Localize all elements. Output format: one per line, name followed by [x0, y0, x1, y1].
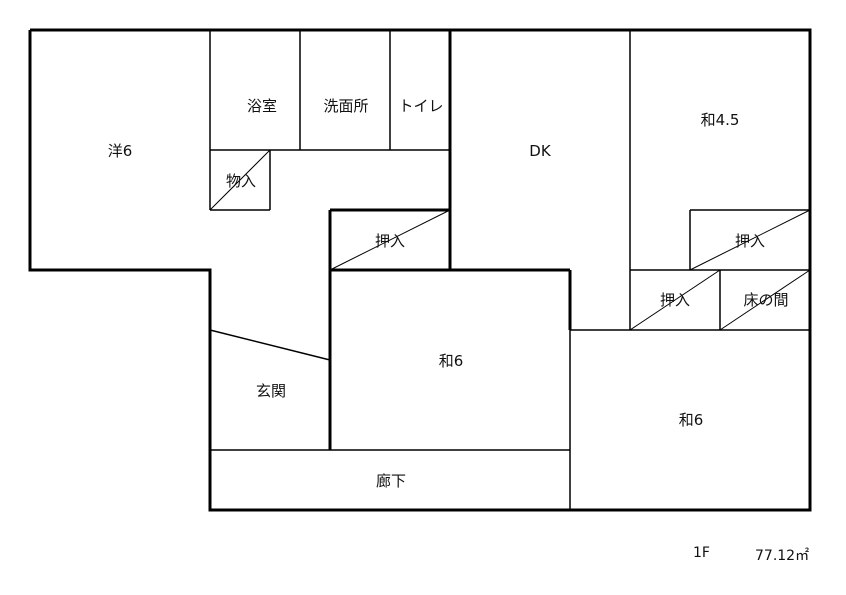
- closet-diagonal: [689, 209, 811, 271]
- room-label-closet: 押入: [660, 291, 690, 309]
- room-label-toilet: トイレ: [398, 97, 443, 115]
- room-label-entrance: 玄関: [256, 382, 286, 400]
- room-label-japanese45: 和4.5: [701, 111, 740, 129]
- area-label: 77.12㎡: [755, 548, 810, 564]
- closet-diagonal: [629, 269, 721, 331]
- storage-diagonal: [209, 149, 271, 211]
- room-label-japanese6-right: 和6: [679, 411, 704, 429]
- room-label-western6: 洋6: [108, 142, 133, 160]
- closet-diagonals: [209, 149, 811, 331]
- room-label-closet: 押入: [735, 232, 765, 250]
- closet-diagonal: [329, 209, 451, 271]
- room-label-tokonoma: 床の間: [743, 291, 788, 309]
- room-label-storage: 物入: [226, 172, 256, 190]
- tokonoma-diagonal: [719, 269, 811, 331]
- room-label-hallway: 廊下: [376, 472, 406, 490]
- room-label-bath: 浴室: [247, 97, 277, 115]
- room-label-closet: 押入: [375, 232, 405, 250]
- room-label-washroom: 洗面所: [323, 97, 368, 115]
- floor-label: 1F: [693, 545, 710, 561]
- room-label-dk: DK: [529, 142, 552, 160]
- room-label-japanese6-center: 和6: [439, 352, 464, 370]
